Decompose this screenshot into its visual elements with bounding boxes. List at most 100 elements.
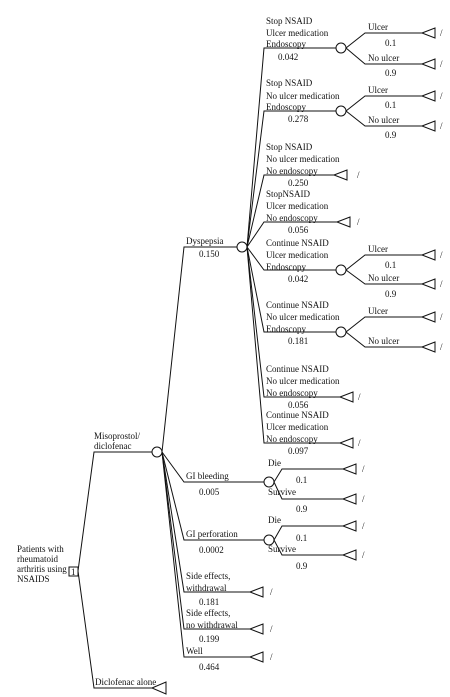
gi-perforation-survive-prob: 0.9 (296, 561, 308, 571)
gi-perforation: GI perforation 0.0002 Die 0.1 Survive 0.… (186, 515, 365, 571)
strategy-3-line-2: No ulcer medication (266, 154, 340, 164)
gi-perforation-die-line (273, 525, 343, 541)
terminal-mark: / (358, 392, 361, 402)
misoprostol-chance-node (151, 446, 163, 458)
terminal-triangle (420, 90, 436, 102)
strategy-4: StopNSAID Ulcer medication No endoscopy … (266, 189, 360, 235)
gi-bleeding-survive-prob: 0.9 (296, 504, 308, 514)
dyspepsia-label: Dyspepsia (186, 236, 224, 246)
root-label-1: Patients with (17, 544, 64, 554)
strategy-8-line-2: Ulcer medication (266, 422, 329, 432)
strategy-6-ulcer-label: Ulcer (368, 306, 388, 316)
gi-bleeding-die-label: Die (268, 458, 281, 468)
strategy-7: Continue NSAID No ulcer medication No en… (266, 364, 361, 410)
strategy-1-line-1: Stop NSAID (266, 16, 313, 26)
strategy-2-line-3: Endoscopy (266, 102, 306, 112)
terminal-triangle (338, 437, 354, 449)
strategy-4-line-3: No endoscopy (266, 213, 318, 223)
gi-bleeding-die-prob: 0.1 (296, 475, 307, 485)
strategy-line-7 (246, 246, 340, 398)
strategy-1-ulcer-line (345, 32, 422, 49)
fan-dyspepsia (161, 246, 237, 453)
strategy-5-line-2: Ulcer medication (266, 250, 329, 260)
strategy-line-8 (246, 246, 340, 444)
strategy-6-no-ulcer-label: No ulcer (368, 336, 399, 346)
strategy-6: Continue NSAID No ulcer medication Endos… (266, 300, 443, 353)
terminal-triangle (420, 341, 436, 353)
strategy-2-line-2: No ulcer medication (266, 91, 340, 101)
strategy-1-ulcer-label: Ulcer (368, 22, 388, 32)
terminal-triangle (341, 463, 357, 475)
branch-diclofenac-line (77, 570, 152, 689)
terminal-triangle (341, 549, 357, 561)
well-prob: 0.464 (199, 662, 220, 672)
side-withdrawal-line-1: Side effects, (186, 571, 230, 581)
strategy-6-line-3: Endoscopy (266, 324, 306, 334)
fan-well (161, 451, 250, 658)
terminal-triangle (420, 120, 436, 132)
gi-perforation-survive-line (273, 539, 343, 556)
well-outcome: Well 0.464 / (186, 646, 273, 672)
gi-perforation-survive-label: Survive (268, 544, 296, 554)
strategy-6-ulcer-line (345, 316, 422, 333)
terminal-triangle (332, 169, 348, 181)
terminal-mark: / (440, 121, 443, 131)
strategy-2-no-ulcer-line (345, 110, 422, 127)
strategy-2: Stop NSAID No ulcer medication Endoscopy… (266, 78, 443, 140)
gi-perforation-prob: 0.0002 (199, 545, 224, 555)
strategy-4-line-2: Ulcer medication (266, 201, 329, 211)
dyspepsia-chance-node (236, 241, 248, 253)
strategy-5-prob: 0.042 (288, 274, 308, 284)
terminal-mark: / (440, 59, 443, 69)
strategy-1-no-ulcer-line (345, 47, 422, 65)
strategy-1-ulcer-prob: 0.1 (385, 38, 396, 48)
root-label-3: arthritis using (17, 564, 67, 574)
terminal-mark: / (357, 170, 360, 180)
fan-gi-bleeding (161, 451, 264, 483)
strategy-7-line-1: Continue NSAID (266, 364, 329, 374)
fan-gi-perforation (161, 451, 264, 541)
fan-side-no-withdrawal (161, 451, 250, 630)
strategy-1-line-2: Ulcer medication (266, 28, 329, 38)
strategy-1-line-3: Endoscopy (266, 39, 306, 49)
dyspepsia-prob: 0.150 (199, 249, 220, 259)
strategy-6-no-ulcer-line (345, 331, 422, 348)
strategy-1-no-ulcer-prob: 0.9 (385, 68, 397, 78)
strategy-line-4 (246, 221, 337, 248)
strategy-5-line-3: Endoscopy (266, 262, 306, 272)
well-label: Well (186, 646, 203, 656)
terminal-triangle (420, 249, 436, 261)
decision-node-number: 1 (71, 567, 76, 577)
strategy-2-no-ulcer-label: No ulcer (368, 115, 399, 125)
strategy-8-line-1: Continue NSAID (266, 410, 329, 420)
terminal-mark: / (362, 521, 365, 531)
strategy-line-1 (246, 47, 336, 248)
strategy-3-prob: 0.250 (288, 178, 309, 188)
terminal-mark: / (362, 550, 365, 560)
strategy-3: Stop NSAID No ulcer medication No endosc… (266, 142, 360, 188)
terminal-triangle (248, 651, 264, 663)
strategy-1: Stop NSAID Ulcer medication Endoscopy 0.… (266, 16, 443, 78)
strategy-5-no-ulcer-label: No ulcer (368, 273, 399, 283)
misoprostol-label-1: Misoprostol/ (94, 431, 141, 441)
gi-bleeding-prob: 0.005 (199, 487, 220, 497)
strategy-5-ulcer-line (345, 254, 422, 271)
strategy-7-prob: 0.056 (288, 400, 309, 410)
terminal-mark: / (362, 494, 365, 504)
strategy-1-prob: 0.042 (278, 52, 298, 62)
terminal-triangle (335, 216, 351, 228)
misoprostol-label-2: diclofenac (94, 441, 131, 451)
terminal-mark: / (358, 438, 361, 448)
strategy-line-6 (246, 246, 336, 333)
side-withdrawal-line-2: withdrawal (186, 583, 227, 593)
gi-bleeding-die-line (273, 468, 343, 483)
strategy-7-line-3: No endoscopy (266, 388, 318, 398)
gi-bleeding-label: GI bleeding (186, 471, 229, 481)
strategy-2-prob: 0.278 (288, 114, 309, 124)
strategy-8: Continue NSAID Ulcer medication No endos… (266, 410, 361, 456)
terminal-triangle (248, 623, 264, 635)
gi-perforation-die-label: Die (268, 515, 281, 525)
side-withdrawal-prob: 0.181 (199, 597, 219, 607)
terminal-mark: / (440, 342, 443, 352)
